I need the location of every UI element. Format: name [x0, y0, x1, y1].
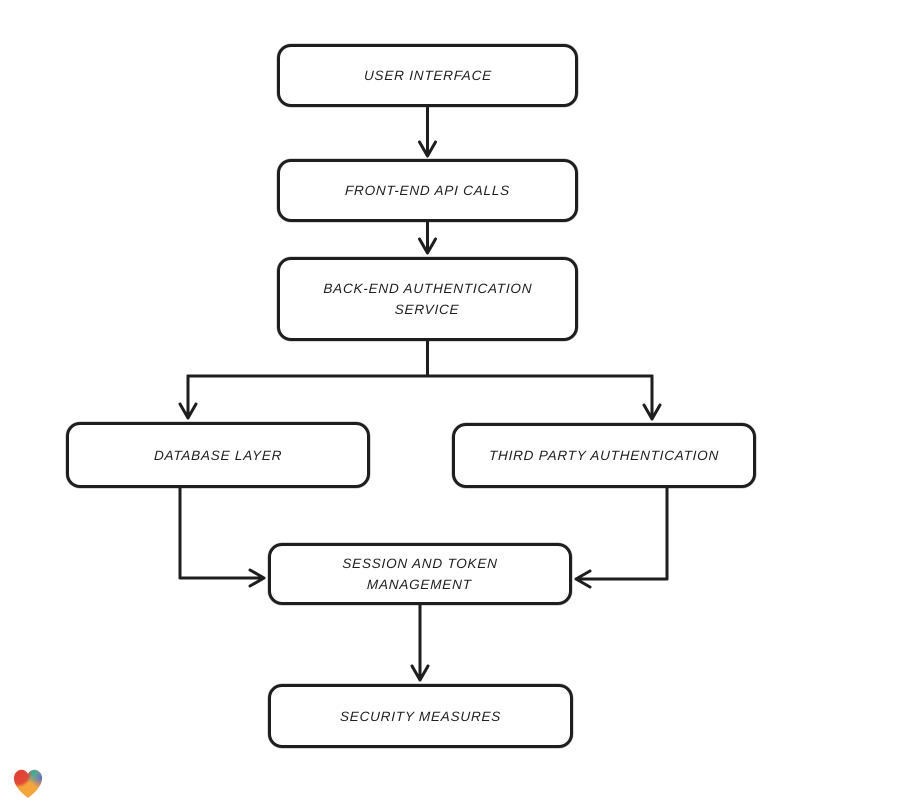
arrowhead-down-icon	[642, 403, 662, 421]
node-back-end-authentication-service: BACK-END AUTHENTICATION SERVICE	[277, 257, 578, 341]
node-user-interface: USER INTERFACE	[277, 44, 578, 107]
edge-user-interface-to-front-end-api-calls	[418, 106, 437, 158]
arrowhead-right-icon	[248, 568, 266, 588]
node-third-party-authentication-label: THIRD PARTY AUTHENTICATION	[488, 448, 720, 463]
edge-database-layer-to-session-token	[178, 486, 266, 588]
node-user-interface-label: USER INTERFACE	[363, 68, 492, 83]
arrowhead-down-icon	[178, 402, 198, 420]
node-database-layer-label: DATABASE LAYER	[153, 447, 283, 463]
node-third-party-authentication: THIRD PARTY AUTHENTICATION	[452, 423, 756, 488]
node-front-end-api-calls: FRONT-END API CALLS	[277, 159, 578, 222]
edge-front-end-api-calls-to-back-end-authentication	[418, 220, 437, 255]
node-back-end-authentication-service-label: BACK-END AUTHENTICATION SERVICE	[323, 281, 533, 317]
node-security-measures: SECURITY MEASURES	[268, 684, 573, 748]
arrowhead-down-icon	[418, 140, 437, 158]
node-session-and-token-management-label: SESSION AND TOKEN MANAGEMENT	[342, 556, 499, 592]
node-security-measures-label: SECURITY MEASURES	[339, 708, 502, 724]
edge-back-end-authentication-branch	[178, 339, 662, 421]
heart-logo-icon	[13, 769, 43, 798]
edge-session-token-to-security-measures	[410, 603, 430, 682]
node-database-layer: DATABASE LAYER	[66, 422, 370, 488]
arrowhead-left-icon	[574, 569, 592, 589]
arrowhead-down-icon	[410, 664, 430, 682]
arrowhead-down-icon	[418, 237, 437, 255]
edge-third-party-auth-to-session-token	[574, 486, 669, 589]
node-session-and-token-management: SESSION AND TOKEN MANAGEMENT	[268, 543, 572, 605]
node-front-end-api-calls-label: FRONT-END API CALLS	[344, 183, 511, 198]
